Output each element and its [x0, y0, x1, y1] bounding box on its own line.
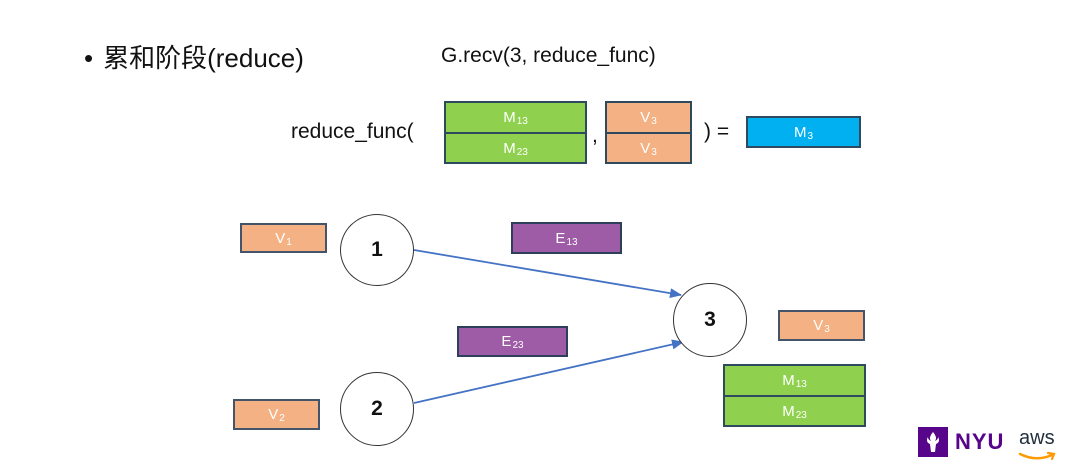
edge-1-to-3: [413, 249, 682, 299]
close-equals: ) =: [704, 120, 730, 143]
nyu-torch-icon: [918, 427, 948, 457]
reduce-func-open: reduce_func(: [291, 120, 414, 143]
aws-smile-icon: [1018, 451, 1056, 461]
aws-logo-text: aws: [1019, 427, 1055, 449]
slide-title: • 累和阶段(reduce): [84, 38, 304, 75]
title-text: 累和阶段(reduce): [103, 43, 304, 73]
graph-node-1: 1: [340, 214, 414, 286]
graph-node-3: 3: [673, 283, 747, 357]
graph-node-2: 2: [340, 372, 414, 446]
bullet-point: •: [84, 43, 94, 73]
comma: ,: [592, 124, 598, 147]
edge-2-to-3: [413, 339, 684, 404]
recv-call-text: G.recv(3, reduce_func): [441, 44, 656, 67]
nyu-logo-text: NYU: [955, 429, 1005, 454]
